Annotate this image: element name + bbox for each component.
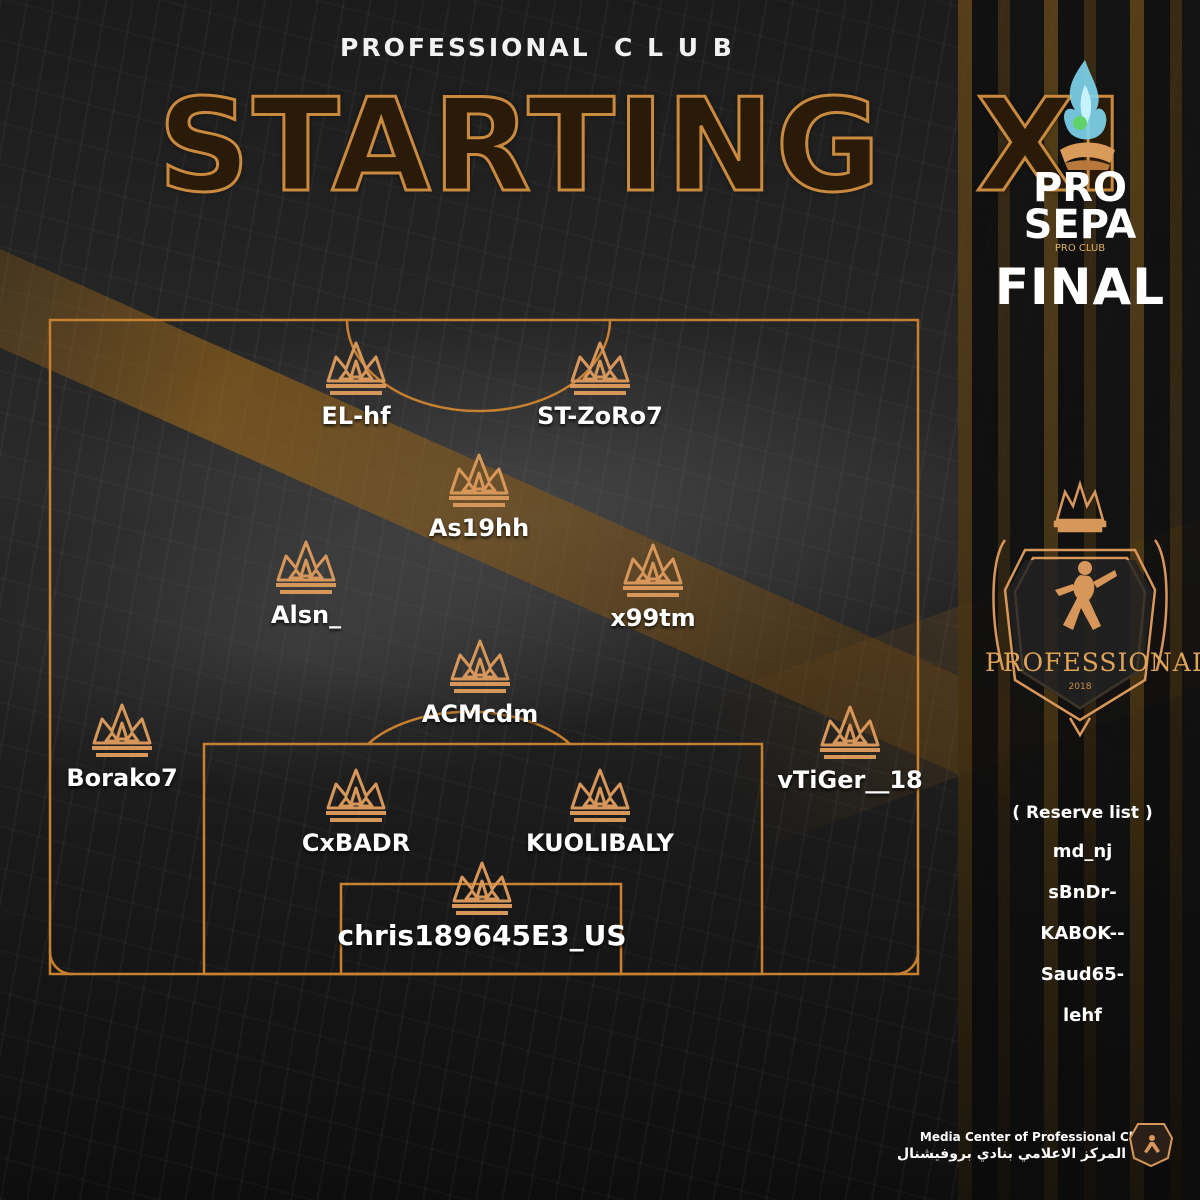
emblem-wordmark: PROFESSIONAL — [985, 648, 1200, 677]
player-slot: EL-hf — [226, 338, 486, 430]
crown-icon — [274, 540, 338, 596]
reserve-list: md_nj sBnDr- KABOK-- Saud65- lehf — [985, 838, 1180, 1043]
reserve-list-title: ( Reserve list ) — [1012, 803, 1153, 823]
player-slot: ST-ZoRo7 — [470, 338, 730, 430]
player-slot: ACMcdm — [350, 636, 610, 728]
crown-icon — [324, 768, 388, 824]
player-name: CxBADR — [301, 829, 411, 857]
player-name: Borako7 — [66, 764, 178, 792]
flame-hand-logo-icon — [1060, 60, 1115, 170]
player-name: KUOLIBALY — [525, 829, 675, 857]
crown-icon — [90, 703, 154, 759]
brand-pro: PRO — [1032, 165, 1128, 211]
player-name: ACMcdm — [421, 700, 539, 728]
emblem-year: 2018 — [1068, 682, 1092, 692]
player-slot: vTiGer__18 — [720, 702, 980, 794]
player-name: vTiGer__18 — [777, 766, 923, 794]
reserve-item: Saud65- — [1040, 964, 1125, 985]
footer-credit-english: Media Center of Professional Club — [919, 1130, 1150, 1144]
crown-icon — [818, 705, 882, 761]
player-slot: chris189645E3_US — [312, 858, 652, 950]
crown-icon — [568, 768, 632, 824]
brand-proclub: PRO CLUB — [1054, 243, 1106, 254]
reserve-item: sBnDr- — [1048, 882, 1117, 903]
footer-credit-arabic: المركز الاعلامي بنادي بروفيشنال — [896, 1146, 1126, 1162]
player-slot: Borako7 — [0, 700, 252, 792]
player-name: ST-ZoRo7 — [537, 402, 663, 430]
player-name: x99tm — [610, 604, 696, 632]
crown-icon — [447, 453, 511, 509]
crown-icon — [448, 639, 512, 695]
player-name: EL-hf — [321, 402, 391, 430]
reserve-item: md_nj — [1052, 841, 1113, 862]
player-slot: x99tm — [523, 540, 783, 632]
club-badge-icon — [1128, 1123, 1174, 1168]
player-slot: As19hh — [349, 450, 609, 542]
reserve-item: lehf — [1062, 1005, 1103, 1026]
final-label: FINAL — [994, 258, 1166, 316]
reserve-item: KABOK-- — [1040, 923, 1125, 944]
player-name: Alsn_ — [270, 601, 342, 629]
player-slot: Alsn_ — [176, 537, 436, 629]
player-slot: CxBADR — [226, 765, 486, 857]
player-name: chris189645E3_US — [337, 919, 627, 952]
page-title: STARTING XI — [157, 71, 1126, 223]
player-name: As19hh — [428, 514, 530, 542]
crown-icon — [568, 341, 632, 397]
crown-icon — [324, 341, 388, 397]
crown-icon — [450, 861, 514, 917]
player-slot: KUOLIBALY — [470, 765, 730, 857]
club-subtitle: PROFESSIONAL C L U B — [340, 33, 735, 62]
professional-emblem-icon — [992, 480, 1168, 738]
brand-sepa: SEPA — [1023, 202, 1137, 248]
crown-icon — [621, 543, 685, 599]
